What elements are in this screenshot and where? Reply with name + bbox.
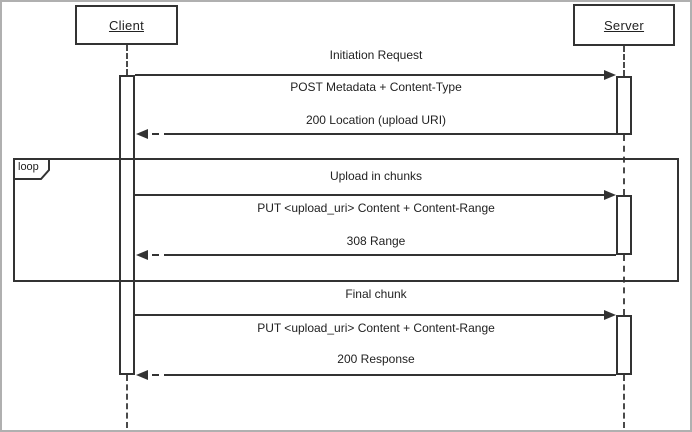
response-message-label: 200 Location (upload URI) [305,113,447,127]
request-message-line [135,314,605,316]
response-message-line [164,133,616,135]
server-lifeline-segment [623,375,625,428]
client-lifeline-segment [126,375,128,428]
actor-label-client: Client [108,17,145,33]
message-title: Initiation Request [329,48,423,62]
server-activation-bar [616,76,632,135]
request-arrowhead-right [604,310,616,320]
request-message-label: PUT <upload_uri> Content + Content-Range [257,201,495,215]
server-activation-bar [616,315,632,375]
actor-label-server: Server [603,17,645,33]
loop-fragment-label: loop [18,161,39,173]
response-message-dash [152,374,159,376]
request-message-line [135,74,605,76]
server-lifeline-segment [623,46,625,76]
response-message-line [164,254,616,256]
actor-box-client: Client [75,5,178,45]
server-activation-bar [616,195,632,255]
response-message-label: 200 Response [337,352,415,366]
loop-fragment [13,158,679,282]
server-lifeline-segment [623,135,625,195]
response-message-label: 308 Range [346,234,406,248]
request-arrowhead-right [604,70,616,80]
server-lifeline-segment [623,255,625,315]
client-lifeline-segment [126,45,128,75]
request-arrowhead-right [604,190,616,200]
request-message-label: POST Metadata + Content-Type [290,80,462,94]
response-arrowhead-left [136,250,148,260]
response-arrowhead-left [136,129,148,139]
actor-box-server: Server [573,4,675,46]
response-message-dash [152,133,159,135]
response-message-line [164,374,616,376]
message-title: Upload in chunks [329,169,423,183]
request-message-line [135,194,605,196]
loop-fragment-tab [13,158,50,180]
client-activation-bar [119,75,135,375]
response-message-dash [152,254,159,256]
response-arrowhead-left [136,370,148,380]
request-message-label: PUT <upload_uri> Content + Content-Range [257,321,495,335]
message-title: Final chunk [345,287,407,301]
